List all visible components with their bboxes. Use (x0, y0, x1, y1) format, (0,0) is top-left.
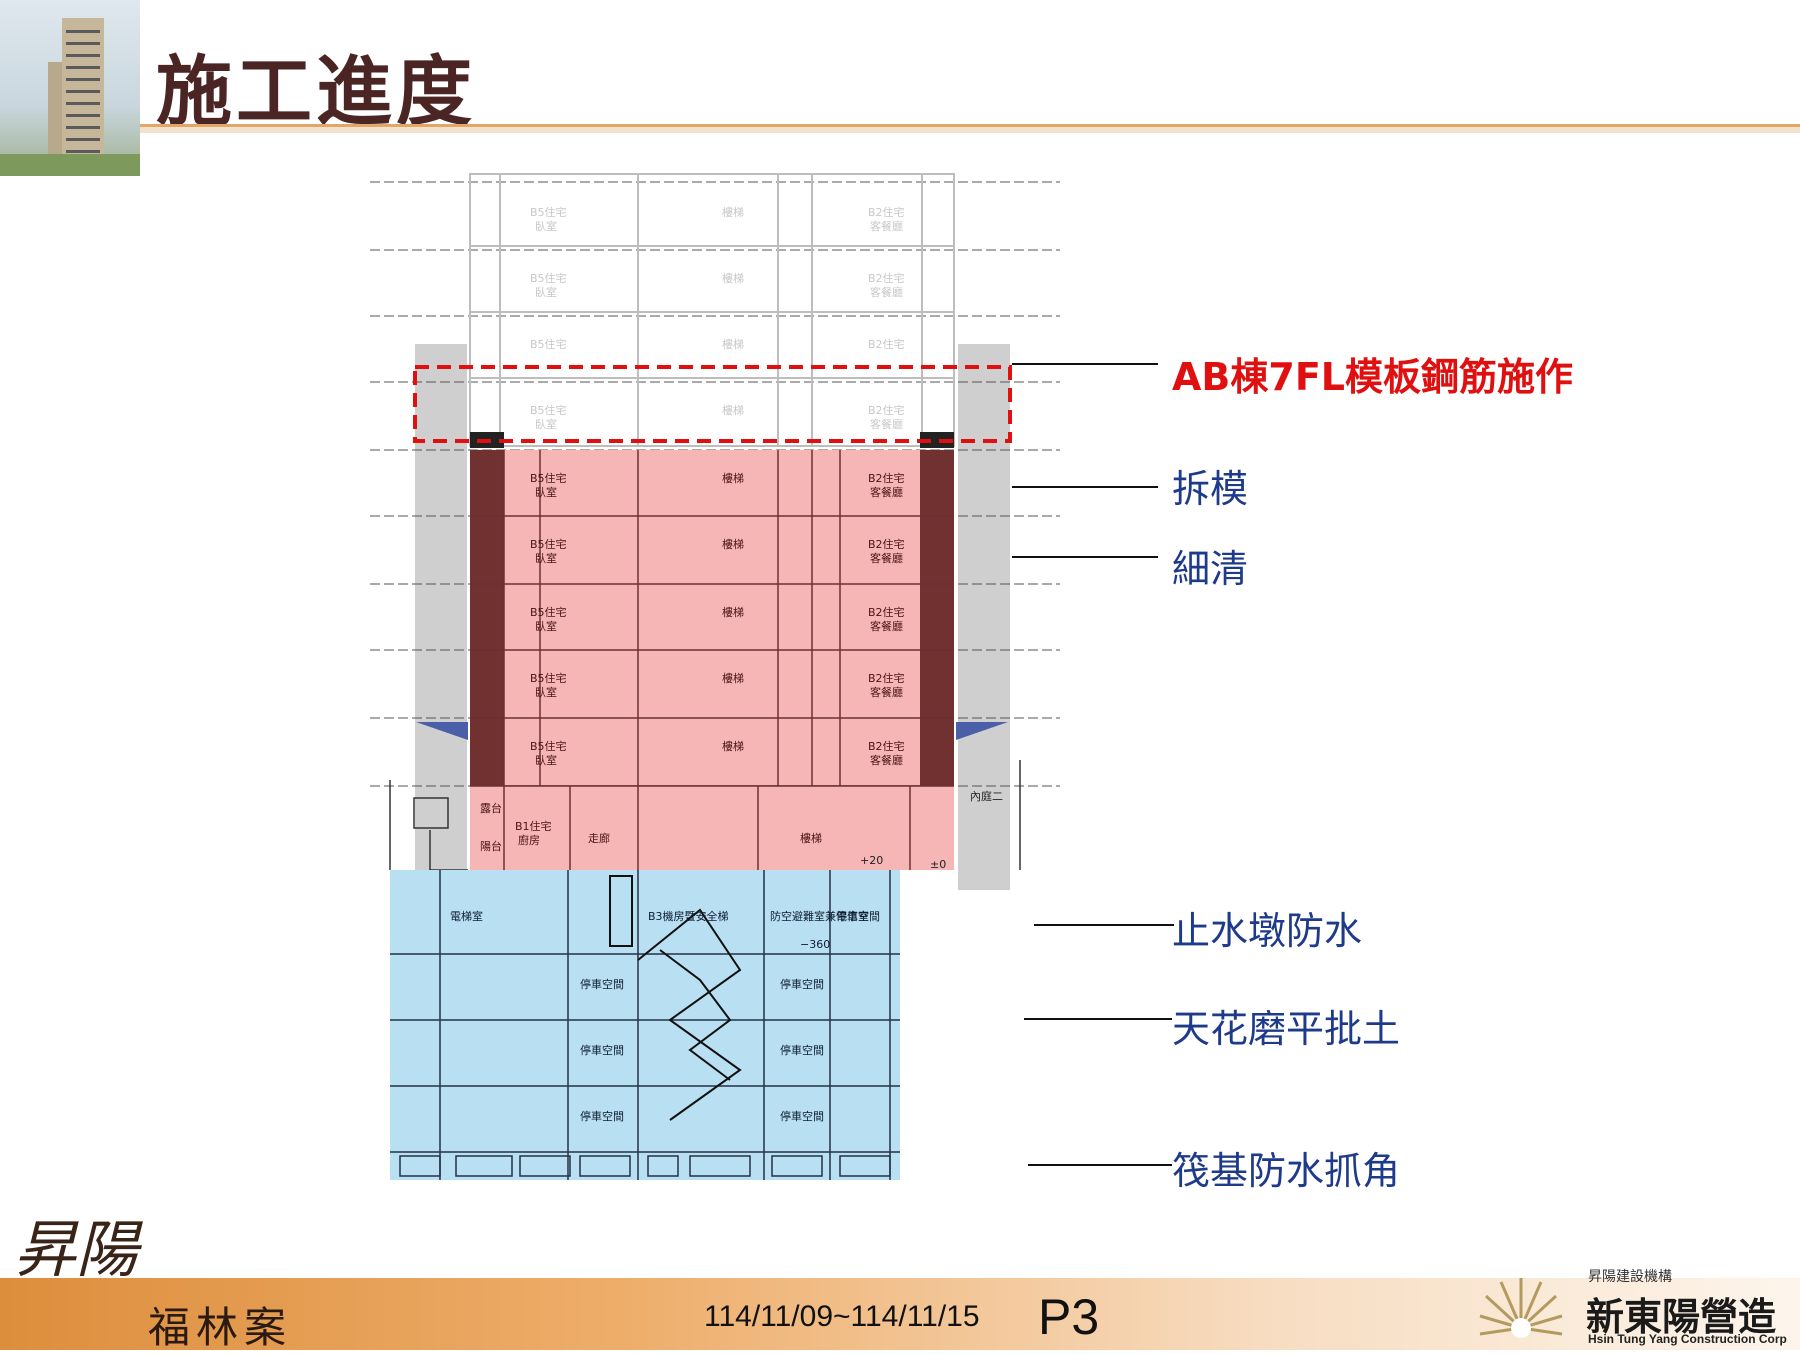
svg-text:+20: +20 (860, 854, 883, 867)
svg-text:陽台: 陽台 (480, 839, 502, 853)
svg-text:B5住宅: B5住宅 (530, 271, 567, 285)
svg-text:客餐廳: 客餐廳 (870, 753, 903, 767)
svg-text:臥室: 臥室 (535, 753, 557, 767)
leader-raft (1028, 1164, 1172, 1166)
page-title: 施工進度 (156, 47, 476, 136)
svg-text:樓梯: 樓梯 (722, 605, 744, 619)
svg-text:樓梯: 樓梯 (722, 671, 744, 685)
callout-raft-waterproof: 筏基防水抓角 (1172, 1149, 1401, 1193)
leader-ceiling (1024, 1018, 1172, 1020)
svg-text:B5住宅: B5住宅 (530, 205, 567, 219)
svg-text:樓梯: 樓梯 (800, 831, 822, 845)
leader-waterstop (1034, 924, 1174, 926)
svg-text:B2住宅: B2住宅 (868, 671, 905, 685)
svg-text:B5住宅: B5住宅 (530, 537, 567, 551)
svg-text:B2住宅: B2住宅 (868, 403, 905, 417)
svg-text:停車空間: 停車空間 (780, 1109, 824, 1123)
svg-text:B5住宅: B5住宅 (530, 739, 567, 753)
sunburst-logo-icon (1479, 1278, 1563, 1338)
svg-text:樓梯: 樓梯 (722, 537, 744, 551)
svg-text:B5住宅: B5住宅 (530, 671, 567, 685)
svg-text:防空避難室兼停車空間: 防空避難室兼停車空間 (770, 909, 880, 923)
footer-band (0, 1278, 1800, 1350)
svg-text:客餐廳: 客餐廳 (870, 485, 903, 499)
upper-floors-ghost (469, 173, 955, 447)
svg-text:客餐廳: 客餐廳 (870, 685, 903, 699)
svg-text:樓梯: 樓梯 (722, 739, 744, 753)
svg-text:露台: 露台 (480, 801, 502, 815)
svg-text:停車空間: 停車空間 (580, 1043, 624, 1057)
callout-ceiling-plaster: 天花磨平批土 (1172, 1007, 1401, 1051)
svg-text:客餐廳: 客餐廳 (870, 551, 903, 565)
header-divider (140, 124, 1800, 127)
svg-text:客餐廳: 客餐廳 (870, 219, 903, 233)
svg-text:停車空間: 停車空間 (580, 977, 624, 991)
svg-text:±0: ±0 (930, 858, 946, 871)
leader-cleaning (1012, 556, 1158, 558)
left-formwork-panel (415, 344, 467, 890)
svg-text:B2住宅: B2住宅 (868, 337, 905, 351)
page-number: P3 (1038, 1289, 1100, 1345)
svg-text:B2住宅: B2住宅 (868, 271, 905, 285)
svg-text:B3機房暨安全梯: B3機房暨安全梯 (648, 909, 729, 923)
svg-text:電梯室: 電梯室 (450, 909, 483, 923)
svg-text:停車空間: 停車空間 (780, 1043, 824, 1057)
date-range: 114/11/09~114/11/15 (704, 1300, 980, 1333)
svg-text:B5住宅: B5住宅 (530, 471, 567, 485)
svg-text:客餐廳: 客餐廳 (870, 285, 903, 299)
svg-text:客餐廳: 客餐廳 (870, 619, 903, 633)
svg-text:B2住宅: B2住宅 (868, 605, 905, 619)
svg-text:樓梯: 樓梯 (722, 337, 744, 351)
leader-demold (1012, 486, 1158, 488)
basement-stairs (609, 875, 742, 1121)
basement (390, 870, 900, 1180)
svg-text:樓梯: 樓梯 (722, 205, 744, 219)
svg-text:停車空間: 停車空間 (780, 977, 824, 991)
svg-text:停車空間: 停車空間 (580, 1109, 624, 1123)
svg-text:客餐廳: 客餐廳 (870, 417, 903, 431)
callout-cleaning: 細清 (1172, 547, 1249, 591)
svg-text:廚房: 廚房 (518, 833, 540, 847)
svg-text:−360: −360 (800, 938, 830, 951)
svg-text:B5住宅: B5住宅 (530, 403, 567, 417)
brand-calligraphy-logo: 昇陽 (14, 1213, 139, 1286)
svg-text:臥室: 臥室 (535, 417, 557, 431)
svg-text:走廊: 走廊 (588, 831, 610, 845)
svg-text:臥室: 臥室 (535, 619, 557, 633)
svg-text:B2住宅: B2住宅 (868, 471, 905, 485)
building-thumbnail (0, 0, 140, 176)
svg-text:B5住宅: B5住宅 (530, 337, 567, 351)
svg-text:臥室: 臥室 (535, 685, 557, 699)
svg-text:B2住宅: B2住宅 (868, 537, 905, 551)
svg-text:臥室: 臥室 (535, 285, 557, 299)
leader-formwork (1012, 363, 1158, 365)
svg-text:臥室: 臥室 (535, 485, 557, 499)
svg-text:樓梯: 樓梯 (722, 471, 744, 485)
current-work-highlight (413, 365, 1012, 443)
svg-text:B2住宅: B2住宅 (868, 739, 905, 753)
callout-demold: 拆模 (1172, 467, 1249, 511)
svg-text:B1住宅: B1住宅 (515, 819, 552, 833)
company-english-name: Hsin Tung Yang Construction Corp (1588, 1332, 1787, 1346)
svg-text:樓梯: 樓梯 (722, 271, 744, 285)
basement-lines (390, 870, 900, 1180)
right-formwork-panel (958, 344, 1010, 890)
svg-text:樓梯: 樓梯 (722, 403, 744, 417)
svg-text:電信室: 電信室 (836, 909, 869, 923)
svg-text:臥室: 臥室 (535, 551, 557, 565)
project-name: 福林案 (148, 1303, 293, 1352)
svg-text:臥室: 臥室 (535, 219, 557, 233)
company-group-name: 昇陽建設機構 (1588, 1269, 1672, 1285)
company-name: 新東陽營造 (1586, 1294, 1777, 1339)
header-divider-shadow (140, 127, 1800, 133)
svg-text:內庭二: 內庭二 (970, 789, 1003, 803)
svg-text:B2住宅: B2住宅 (868, 205, 905, 219)
svg-text:B5住宅: B5住宅 (530, 605, 567, 619)
callout-waterstop: 止水墩防水 (1172, 909, 1363, 953)
callout-formwork-rebar: AB棟7FL模板鋼筋施作 (1172, 355, 1573, 399)
